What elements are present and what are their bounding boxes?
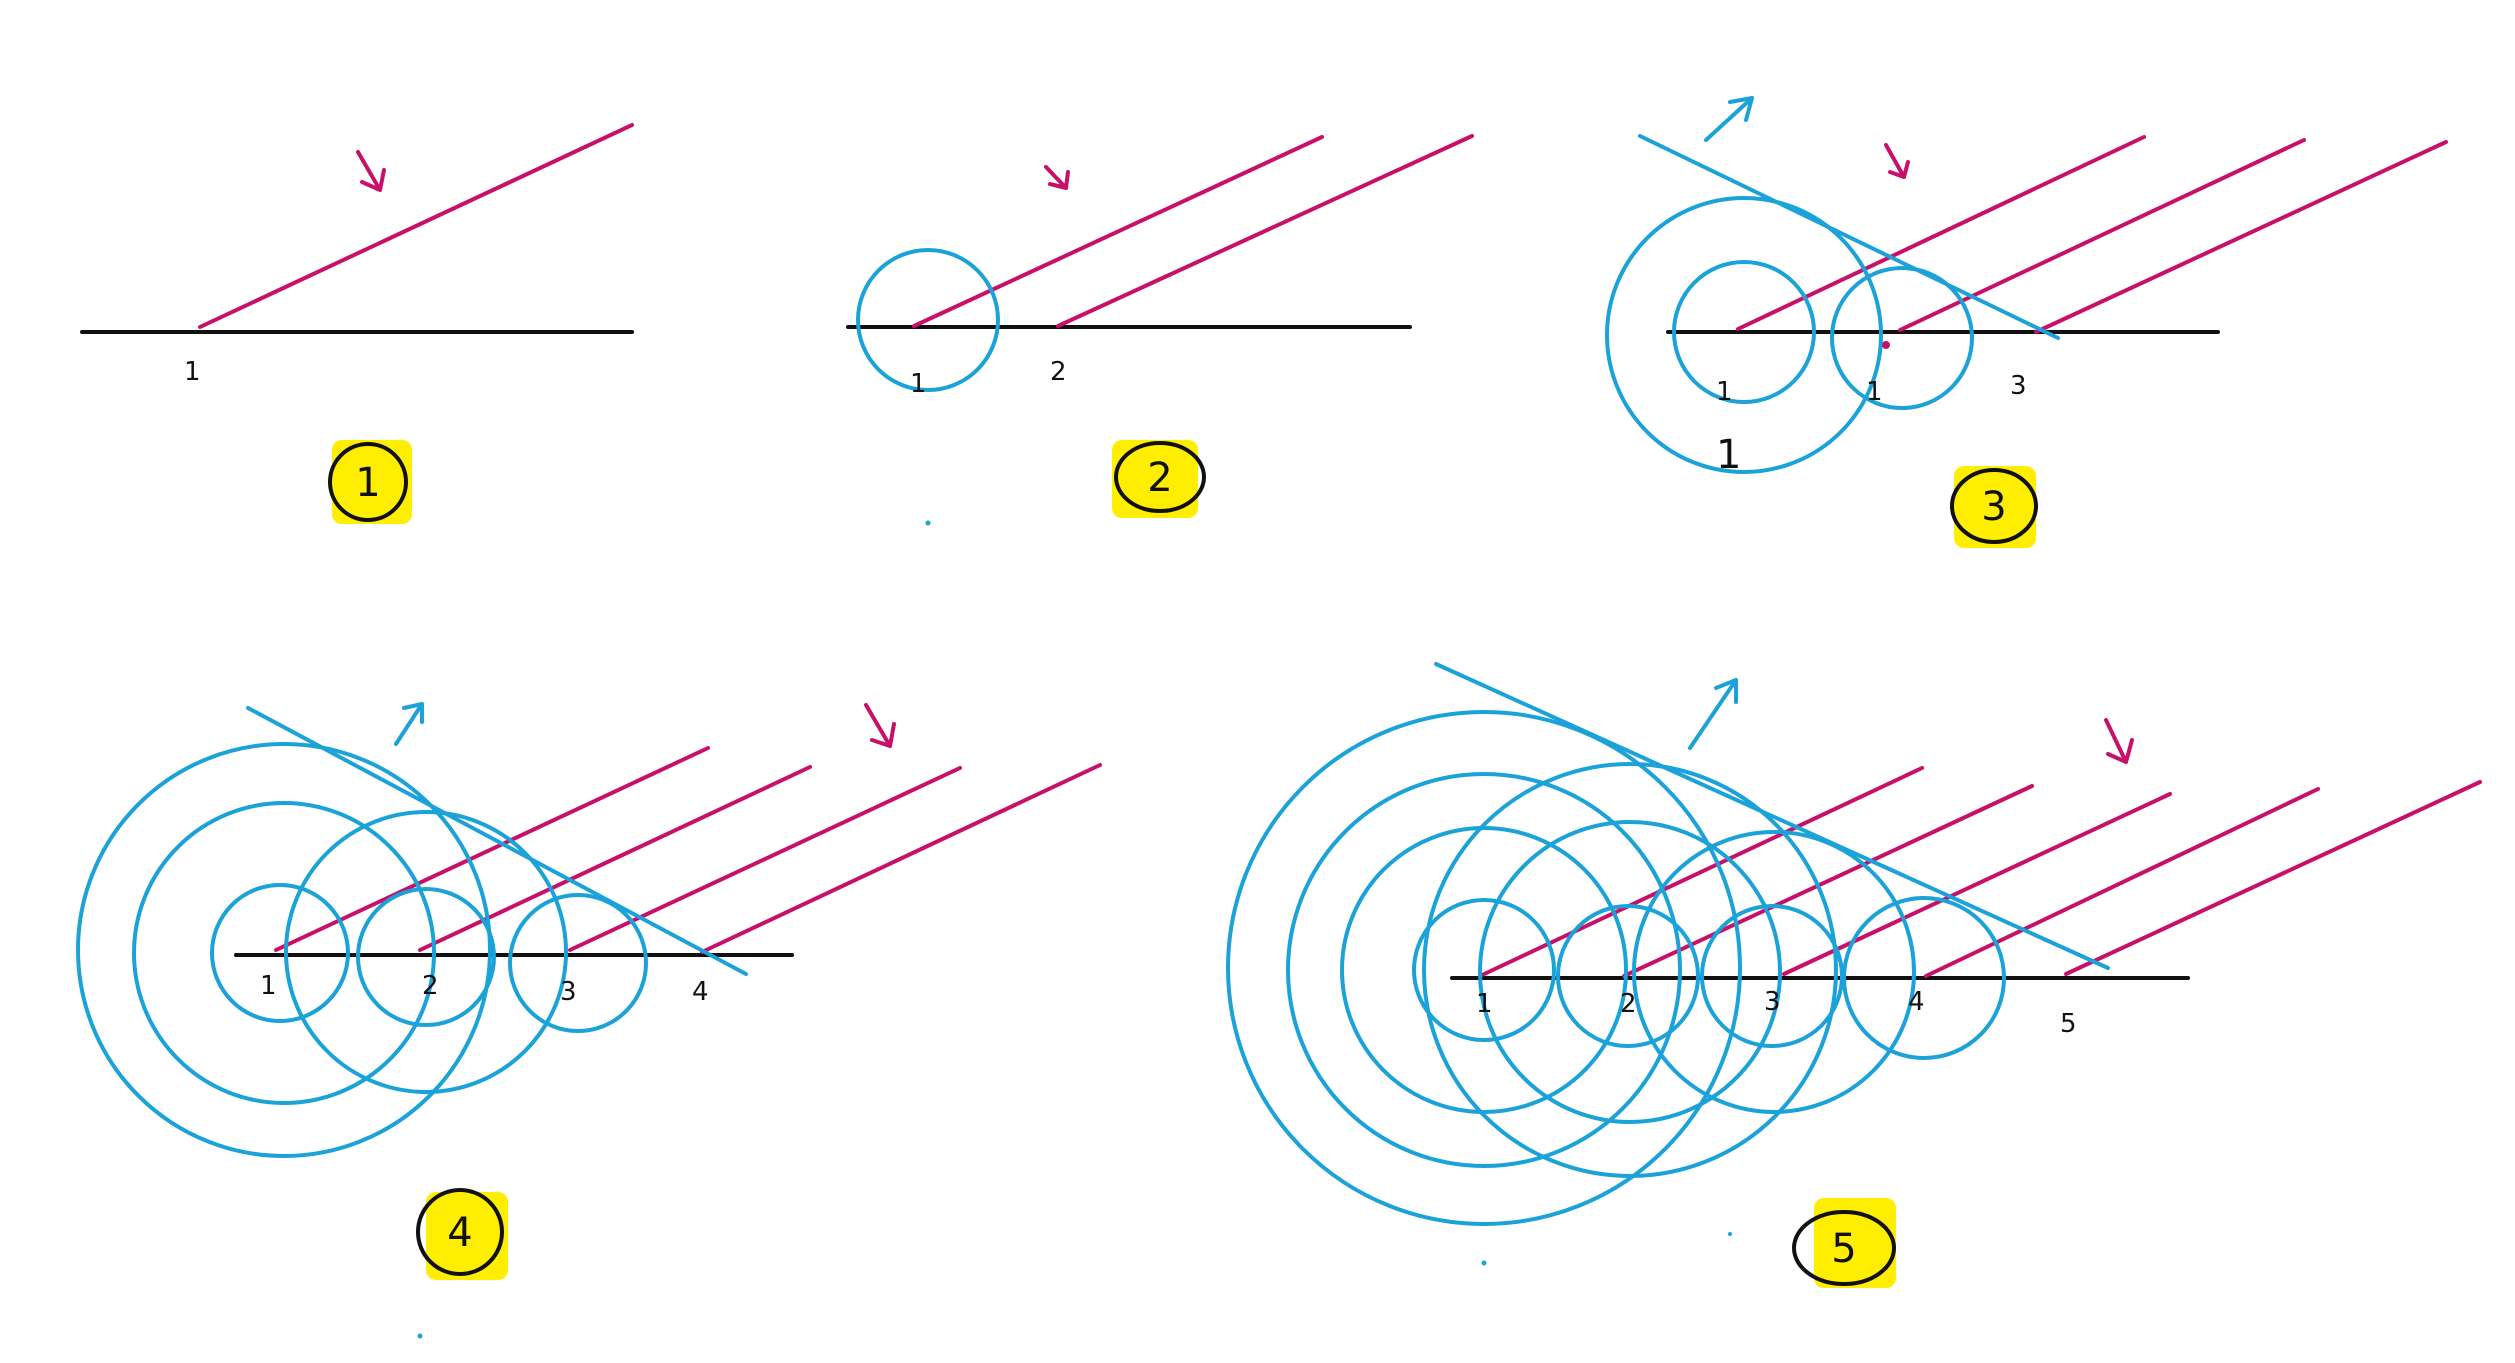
point-label-3: 3 [1764, 987, 1781, 1017]
incident-ray-1 [1478, 766, 1924, 978]
panel-4: 1 2 3 4 4 [76, 702, 1102, 1339]
incident-ray-1 [1736, 135, 2146, 331]
wavefront-circle-2b [1478, 820, 1782, 1124]
incident-ray-1 [912, 135, 1324, 328]
wavefront-circle-1c [210, 883, 350, 1023]
panel-5: 1 2 3 4 5 5 [1226, 662, 2482, 1288]
badge-highlight [426, 1192, 508, 1280]
incident-ray-3 [568, 766, 962, 952]
reflected-direction-arrow-icon [1688, 678, 1738, 750]
stray-mark [1481, 1260, 1487, 1266]
wavefront-circle-3b [1700, 904, 1844, 1048]
incident-direction-arrow-icon [356, 150, 386, 192]
wavefront-circle-1 [856, 248, 1000, 392]
wavefront-circle-2 [1830, 266, 1974, 410]
wavefront-circle-2b [356, 887, 496, 1027]
incident-ray-3 [1782, 792, 2172, 976]
step-badge: 4 [416, 1188, 508, 1280]
reflected-wavefront-line [1638, 134, 2060, 340]
incident-ray-2 [418, 765, 812, 952]
wavefront-circle-1 [1672, 260, 1816, 404]
point-label-5: 5 [2060, 1009, 2077, 1039]
incident-direction-arrow-icon [1884, 143, 1910, 179]
stray-mark [1728, 1232, 1732, 1236]
wavefront-circle-1d [1412, 898, 1556, 1042]
reflected-wavefront-line [1434, 662, 2110, 970]
panel-3: 1 1 3 1 3 [1605, 96, 2448, 548]
incident-direction-arrow-icon [2104, 718, 2134, 764]
point-label-2: 1 [1866, 377, 1883, 407]
step-badge: 5 [1792, 1198, 1896, 1288]
badge-circle [1792, 1210, 1896, 1286]
wavefront-circle-4 [1842, 896, 2006, 1060]
panel-2: 1 2 2 [846, 134, 1474, 526]
badge-circle [1950, 468, 2038, 544]
badge-circle [416, 1188, 504, 1276]
incident-ray-4 [1924, 787, 2320, 978]
point-label-2: 2 [1050, 357, 1067, 387]
ray-contact-mark [1882, 341, 1890, 349]
step-badge: 3 [1950, 466, 2038, 548]
incident-ray-3 [2034, 140, 2448, 334]
reflected-wavefront-line [246, 706, 748, 976]
wavefront-circle-2a [284, 810, 568, 1094]
point-label-2: 2 [1620, 989, 1637, 1019]
wavefront-circle-3a [1632, 830, 1916, 1114]
badge-number: 1 [355, 460, 380, 506]
step-badge: 1 [328, 440, 412, 524]
step-badge: 2 [1112, 440, 1206, 518]
badge-highlight [332, 440, 412, 524]
wavefront-circle-large [1605, 196, 1883, 474]
point-label-4: 4 [1908, 987, 1925, 1017]
point-label: 1 [184, 357, 201, 387]
incident-ray-5 [2064, 780, 2482, 976]
badge-number: 5 [1831, 1226, 1856, 1272]
incident-ray-1 [274, 746, 710, 952]
wavefront-circle-1b [132, 801, 436, 1105]
incident-ray-2 [1056, 134, 1474, 328]
point-label-3: 3 [560, 977, 577, 1007]
wavefront-circle-3 [508, 893, 648, 1033]
wavefront-circle-1a [76, 742, 492, 1158]
point-label-2: 2 [422, 971, 439, 1001]
incident-ray [198, 123, 634, 329]
point-label-1: 1 [260, 971, 277, 1001]
badge-number: 4 [447, 1210, 472, 1256]
point-label-1: 1 [1476, 989, 1493, 1019]
incident-ray-4 [700, 763, 1102, 954]
badge-circle [1114, 441, 1206, 513]
stray-mark [417, 1333, 423, 1339]
point-label-large: 1 [1716, 432, 1741, 478]
badge-number: 3 [1981, 484, 2006, 530]
badge-circle [328, 442, 408, 522]
incident-direction-arrow-icon [864, 703, 896, 748]
wavefront-circle-1b [1286, 772, 1682, 1168]
point-label-4: 4 [692, 977, 709, 1007]
reflected-direction-arrow-icon [1704, 96, 1754, 142]
stray-mark [925, 520, 931, 526]
wavefront-circle-1c [1340, 826, 1628, 1114]
badge-highlight [1112, 440, 1198, 518]
incident-ray-2 [1898, 138, 2306, 332]
point-label-1: 1 [910, 369, 927, 399]
wavefront-circle-2c [1556, 904, 1700, 1048]
panel-1: 1 1 [80, 123, 634, 524]
point-label-3: 3 [2010, 371, 2027, 401]
reflected-direction-arrow-icon [394, 702, 424, 746]
wavefront-circle-2a [1422, 762, 1838, 1178]
point-label-1: 1 [1716, 377, 1733, 407]
incident-direction-arrow-icon [1044, 165, 1070, 190]
wavefront-circle-1a [1226, 710, 1742, 1226]
badge-highlight [1954, 466, 2036, 548]
badge-number: 2 [1147, 455, 1172, 501]
